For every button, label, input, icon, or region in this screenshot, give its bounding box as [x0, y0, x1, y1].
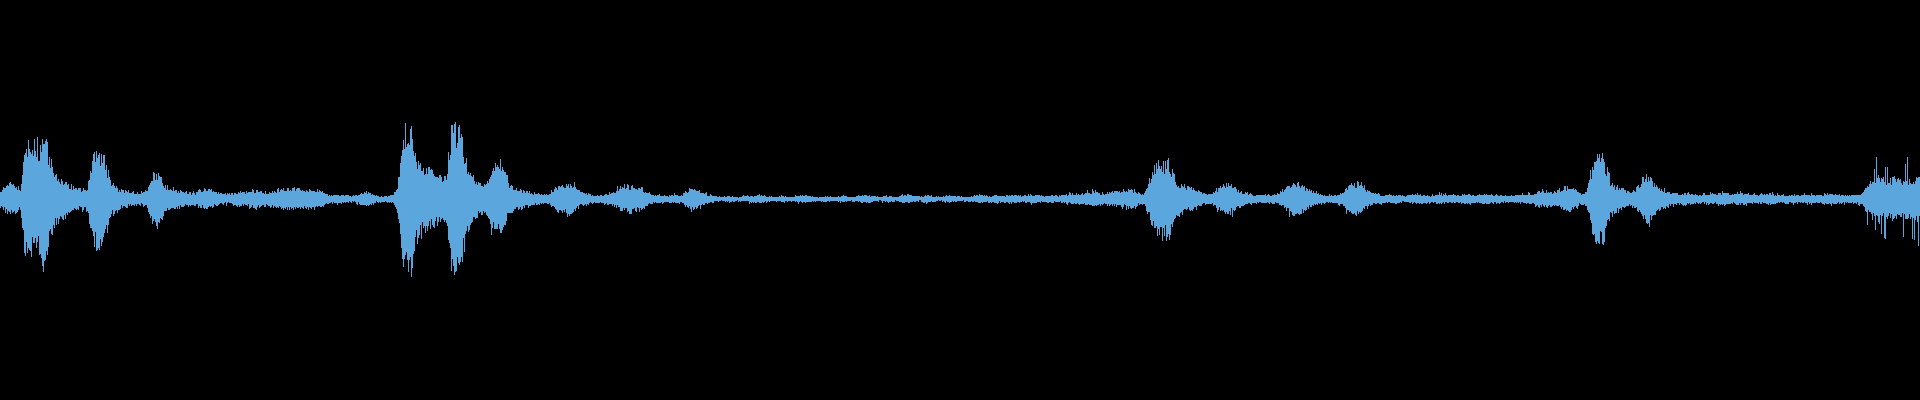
audio-waveform[interactable]	[0, 0, 1920, 400]
waveform-panel	[0, 0, 1920, 400]
